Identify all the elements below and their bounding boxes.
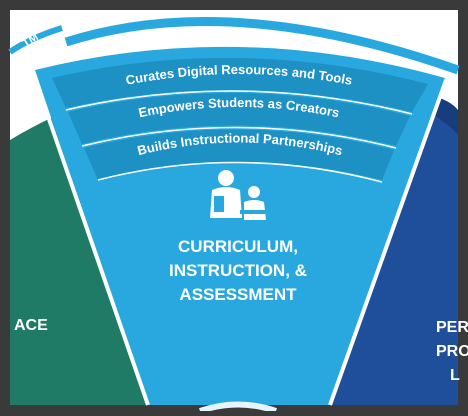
band-divider-3	[97, 161, 383, 183]
band-divider-2	[81, 126, 397, 149]
center-title-line-2: INSTRUCTION, &	[169, 261, 307, 280]
bottom-inner-ring	[199, 401, 277, 414]
band-2	[68, 92, 410, 146]
band-1	[52, 57, 428, 112]
outer-ring-left	[8, 25, 63, 55]
right-segment-label-2: PRO	[436, 343, 468, 360]
teacher-student-icon	[210, 170, 266, 220]
outer-ring-arc	[64, 17, 460, 75]
center-title-line-1: CURRICULUM,	[178, 237, 298, 256]
right-segment-label-3: L	[450, 367, 460, 384]
band-divider-1	[65, 90, 413, 115]
center-title-line-3: ASSESSMENT	[179, 285, 297, 304]
right-segment-label-1: PER	[436, 319, 468, 336]
separator-right	[328, 79, 448, 406]
separator-left	[30, 69, 150, 406]
left-segment-label: ACE	[14, 317, 48, 334]
